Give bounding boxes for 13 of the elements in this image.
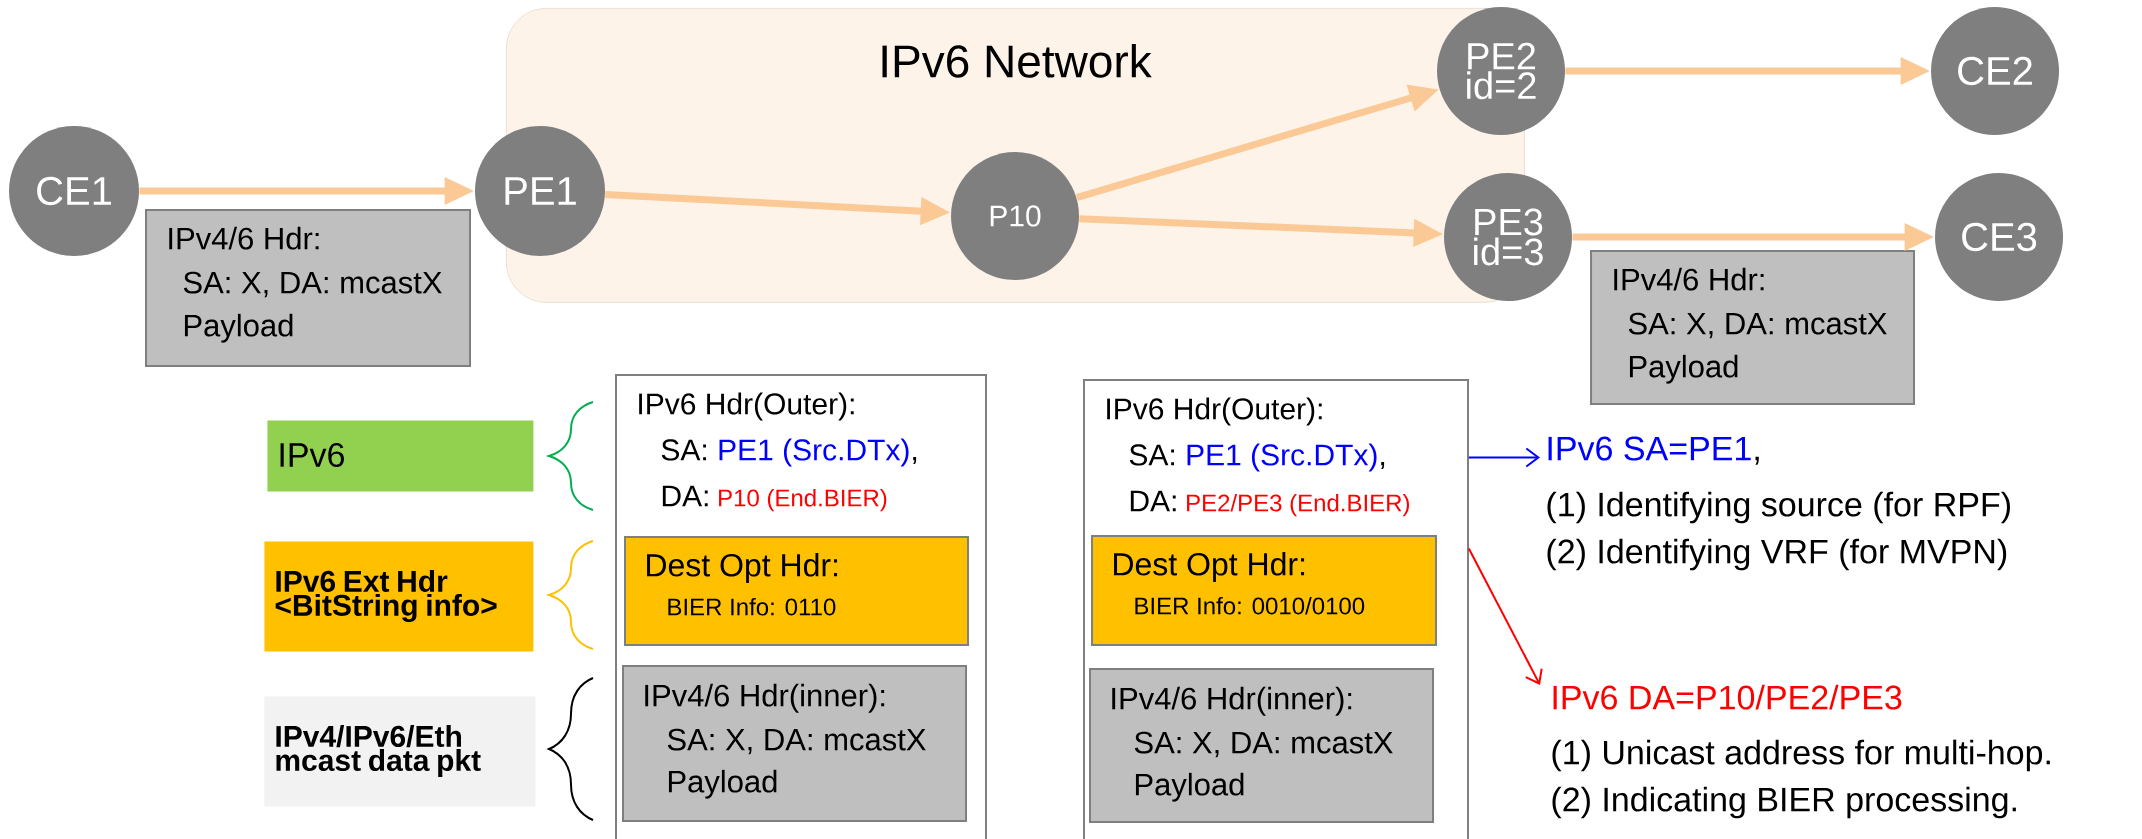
arrow	[1467, 547, 1543, 685]
header-box: Dest Opt Hdr: BIER Info: 0110	[624, 536, 969, 646]
packet-box: IPv4/6 Hdr: SA: X, DA: mcastX Payload	[1590, 250, 1915, 405]
annotation-text: IPv6 DA=P10/PE2/PE3 (1) Unicast address for multi-hop. (2) Indicating BIER processing.	[1552, 684, 2050, 819]
protocol-label: IPv6 Ext Hdr <BitString info>	[264, 541, 534, 652]
header-box: IPv4/6 Hdr(inner): SA: X, DA: mcastX Payload	[1089, 668, 1434, 823]
protocol-label: IPv4/IPv6/Eth mcast data pkt	[264, 696, 536, 807]
protocol-label: IPv6	[267, 420, 534, 492]
header-box: IPv4/6 Hdr(inner): SA: X, DA: mcastX Payload	[622, 665, 967, 822]
arrow	[1467, 447, 1540, 468]
annotation-text: IPv6 SA=PE1, (1) Identifying source (for RPF) (2) Identifying VRF (for MVPN)	[1547, 436, 2010, 571]
packet-box: IPv4/6 Hdr: SA: X, DA: mcastX Payload	[145, 209, 471, 367]
header-box: Dest Opt Hdr: BIER Info: 0010/0100	[1091, 535, 1437, 646]
